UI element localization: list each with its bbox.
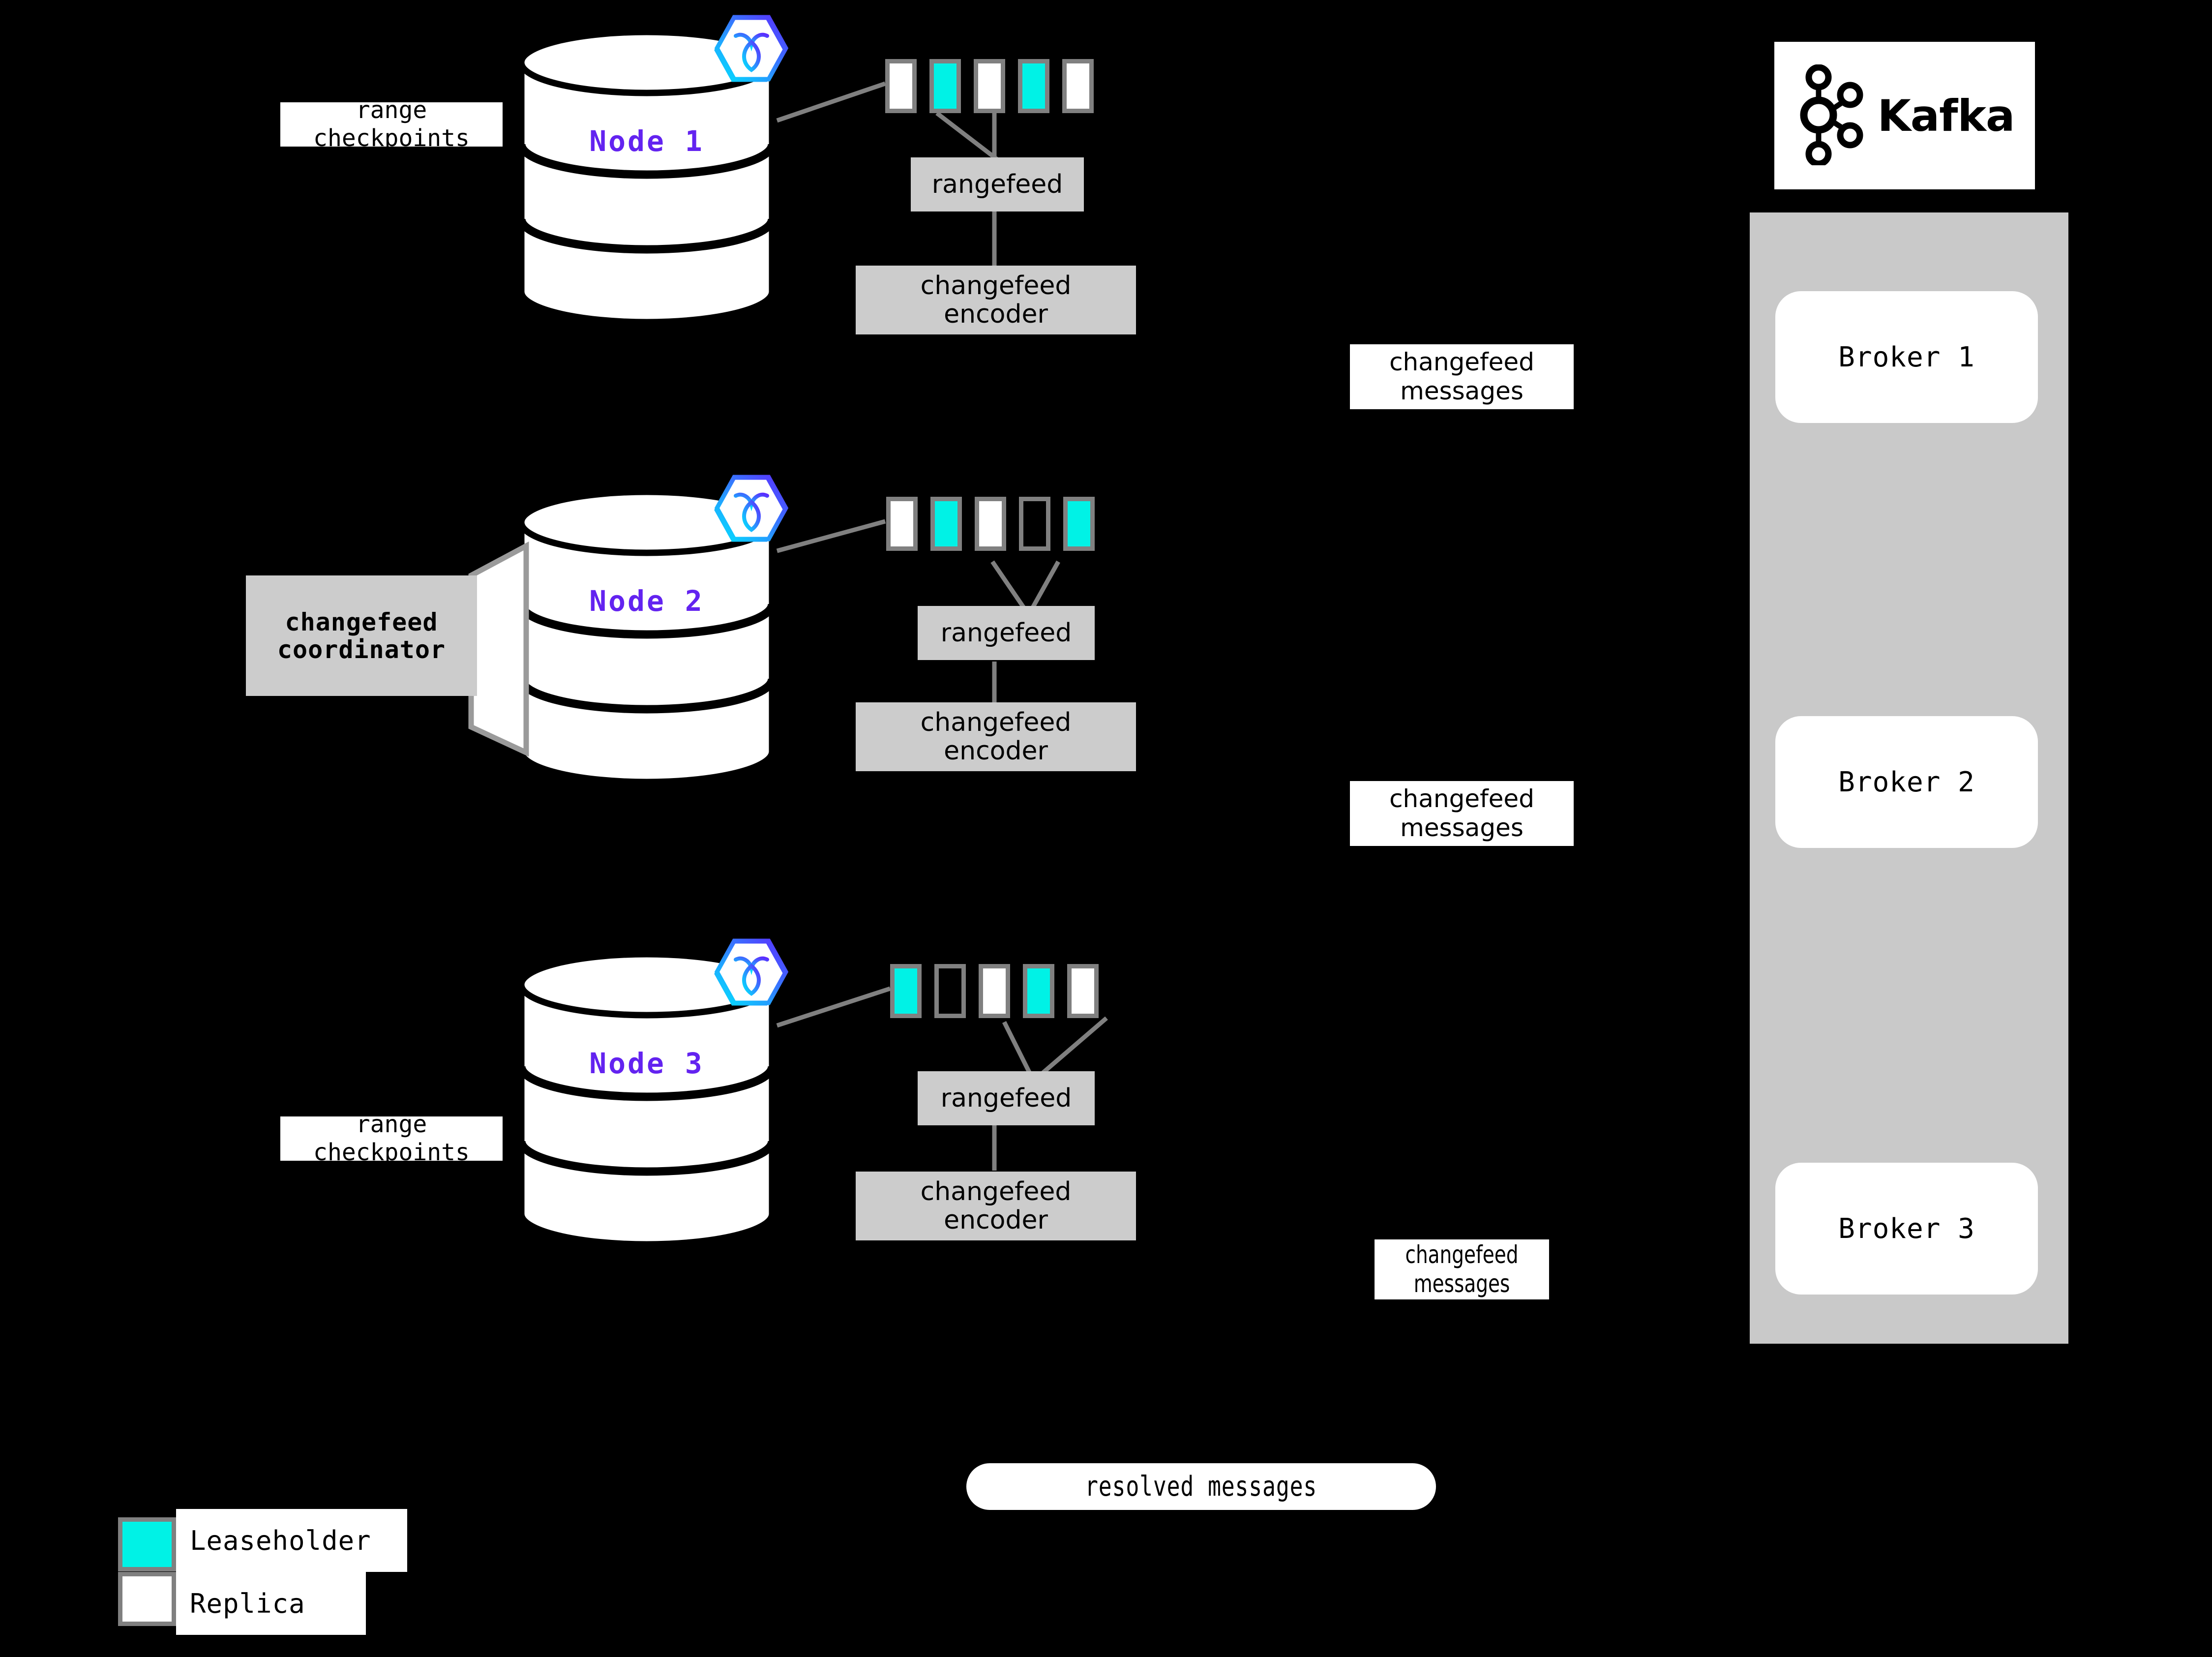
changefeed-messages-label-1: changefeed messages [1350, 344, 1574, 409]
range-box[interactable] [1018, 59, 1049, 113]
node-3-changefeed-encoder-box[interactable]: changefeed encoder [856, 1172, 1136, 1240]
changefeed-messages-label-2: changefeed messages [1350, 781, 1574, 846]
range-box[interactable] [974, 59, 1005, 113]
range-box[interactable] [1067, 964, 1099, 1018]
node-2-changefeed-encoder-box[interactable]: changefeed encoder [856, 702, 1136, 771]
legend-label-replica: Replica [176, 1572, 366, 1635]
cockroachdb-hexagon-icon [712, 10, 791, 89]
range-box[interactable] [886, 497, 918, 551]
range-box[interactable] [975, 497, 1006, 551]
broker-card-1[interactable]: Broker 1 [1775, 291, 2038, 423]
range-box[interactable] [1063, 497, 1095, 551]
resolved-messages-pill[interactable]: resolved messages [966, 1463, 1436, 1510]
range-box[interactable] [1019, 497, 1050, 551]
kafka-logo-icon [1795, 64, 1869, 167]
legend-swatch-replica [118, 1572, 176, 1626]
range-box[interactable] [890, 964, 922, 1018]
node-1-range-checkpoints-label: range checkpoints [280, 96, 503, 152]
broker-card-2[interactable]: Broker 2 [1775, 716, 2038, 848]
broker-card-3[interactable]: Broker 3 [1775, 1163, 2038, 1295]
kafka-brand-label: Kafka [1877, 90, 2015, 141]
cockroachdb-hexagon-icon [712, 934, 791, 1012]
cockroachdb-hexagon-icon [712, 470, 791, 548]
range-box[interactable] [934, 964, 966, 1018]
range-box[interactable] [979, 964, 1010, 1018]
legend-swatch-leaseholder [118, 1517, 176, 1571]
kafka-logo-box: Kafka [1774, 42, 2035, 189]
node-2-rangefeed-box[interactable]: rangefeed [918, 606, 1095, 660]
legend-label-leaseholder: Leaseholder [176, 1509, 407, 1572]
node-3-range-row [890, 964, 1099, 1018]
node-2-range-row [886, 497, 1095, 551]
node-1-range-row [885, 59, 1094, 113]
node-3-cylinder: Node 3 [516, 949, 777, 1249]
node-1-rangefeed-box[interactable]: rangefeed [911, 157, 1084, 211]
node-3-range-checkpoints-label: range checkpoints [280, 1111, 503, 1166]
range-box[interactable] [885, 59, 917, 113]
range-box[interactable] [929, 59, 961, 113]
node-1-changefeed-encoder-box[interactable]: changefeed encoder [856, 266, 1136, 334]
changefeed-messages-label-3: changefeed messages [1375, 1239, 1549, 1299]
node-3-rangefeed-box[interactable]: rangefeed [918, 1071, 1095, 1125]
coordinator-connector-wedge [462, 541, 561, 764]
range-box[interactable] [1062, 59, 1094, 113]
range-box[interactable] [1023, 964, 1054, 1018]
changefeed-coordinator-box[interactable]: changefeed coordinator [246, 575, 477, 696]
range-box[interactable] [930, 497, 962, 551]
